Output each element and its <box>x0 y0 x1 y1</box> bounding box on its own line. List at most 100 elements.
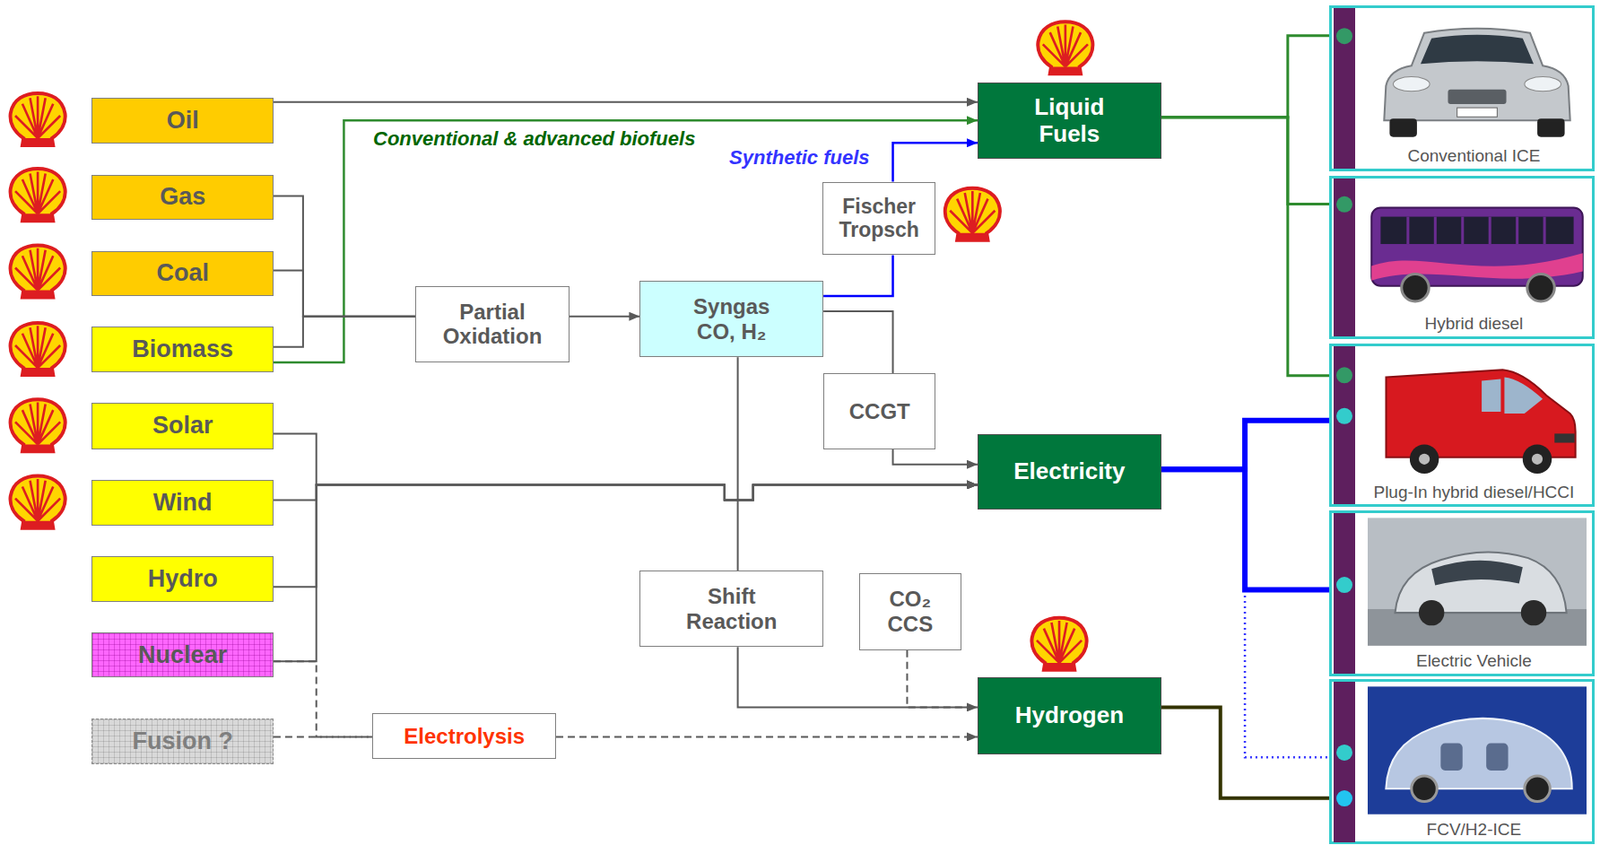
shell-logo <box>9 93 65 146</box>
connector <box>273 735 373 738</box>
node-label: Gas <box>159 182 206 211</box>
connector <box>273 270 416 317</box>
shell-logo <box>9 476 65 529</box>
renewable-source-box: Solar <box>91 402 274 449</box>
connector <box>1161 117 1331 376</box>
edge-label-holder: Synthetic fuels <box>726 146 872 170</box>
panel-strip <box>1333 513 1356 674</box>
vehicle-panel: Electric Vehicle <box>1329 510 1595 677</box>
vehicle-panel: Conventional ICE <box>1329 5 1595 172</box>
renewable-source-box: Biomass <box>91 326 274 373</box>
side-window <box>1482 379 1502 413</box>
bus-body <box>1372 207 1583 286</box>
vehicle-picture <box>1386 370 1576 475</box>
node-label: CCGT <box>849 399 911 425</box>
headlight <box>1393 76 1431 91</box>
fossil-source-box: Oil <box>91 97 274 144</box>
node-label: Wind <box>153 488 213 517</box>
node-label: Plug-In hybrid diesel/HCCI <box>1331 483 1592 505</box>
node-label: CO₂ CCS <box>878 586 942 636</box>
node-label: Solar <box>152 411 214 440</box>
window-pillar <box>1488 216 1492 244</box>
windshield <box>1420 34 1534 64</box>
vehicle-panel: Plug-In hybrid diesel/HCCI <box>1329 343 1595 507</box>
wheel <box>1524 775 1550 801</box>
vehicle-picture <box>1367 517 1587 645</box>
process-box: CO₂ CCS <box>859 573 962 650</box>
vehicle-picture <box>1384 27 1571 137</box>
connector <box>273 120 978 363</box>
node-label: Hydrogen <box>1015 702 1124 730</box>
connection-dot <box>1336 744 1353 761</box>
number-plate <box>1457 107 1498 117</box>
connection-dot <box>1336 27 1353 44</box>
grille <box>1555 434 1575 444</box>
wheel <box>1521 600 1547 626</box>
car-body <box>1384 27 1571 121</box>
renewable-source-box: Wind <box>91 479 274 526</box>
hub <box>1419 453 1431 465</box>
windshield <box>1504 377 1544 415</box>
panel-strip <box>1333 8 1356 169</box>
connector <box>1161 469 1331 757</box>
edge-label: Conventional & advanced biofuels <box>370 127 698 150</box>
edge-label: Synthetic fuels <box>726 146 872 169</box>
wheel <box>1411 775 1437 801</box>
node-label: Coal <box>156 259 209 287</box>
vehicle-panel: FCV/H2-ICE <box>1329 678 1595 845</box>
connection-dot <box>1336 408 1353 425</box>
wheel <box>1538 118 1566 137</box>
process-box: CCGT <box>823 373 936 449</box>
car-seat <box>1486 742 1509 771</box>
photo-background <box>1367 517 1587 645</box>
connector <box>1161 706 1331 798</box>
renewable-source-box: Hydro <box>91 556 274 602</box>
wheel <box>1390 118 1418 137</box>
wheel <box>1401 273 1429 301</box>
shell-logo <box>9 168 65 221</box>
vehicle-illustration <box>1331 8 1592 169</box>
car-window <box>1432 560 1524 586</box>
connector <box>273 101 978 104</box>
panel-strip <box>1333 178 1356 337</box>
panel-strip <box>1333 681 1356 843</box>
node-label: Liquid Fuels <box>1015 94 1123 148</box>
car-seat <box>1441 742 1463 771</box>
node-label: Biomass <box>131 335 234 364</box>
shell-logo <box>1037 21 1093 74</box>
connector <box>738 646 978 707</box>
window-pillar <box>1543 216 1547 244</box>
headlight <box>1524 76 1562 91</box>
connector <box>893 142 978 182</box>
process-box: Partial Oxidation <box>415 286 570 363</box>
node-label: Syngas <box>693 294 770 320</box>
connector <box>273 484 978 661</box>
node-label: Hybrid diesel <box>1331 314 1592 337</box>
connection-dot <box>1336 367 1353 384</box>
edge-label-holder: Conventional & advanced biofuels <box>370 127 698 151</box>
node-label: Electricity <box>1013 458 1125 486</box>
node-label: Fischer Tropsch <box>828 194 930 243</box>
connector <box>273 660 373 737</box>
nuclear-source-box: Nuclear <box>91 632 274 678</box>
connector <box>906 650 978 708</box>
connection-dot <box>1336 196 1353 213</box>
wheel <box>1522 444 1552 474</box>
connector <box>273 484 978 587</box>
process-box: Shift Reaction <box>639 570 824 647</box>
van-body <box>1386 370 1576 458</box>
node-label: Electric Vehicle <box>1331 652 1592 674</box>
energy-carrier-box: Electricity <box>977 434 1162 510</box>
wheel <box>1418 600 1444 626</box>
vehicle-illustration <box>1331 513 1592 674</box>
connection-dot <box>1336 576 1353 593</box>
energy-carrier-box: Liquid Fuels <box>977 82 1162 159</box>
node-label: Electrolysis <box>403 723 525 749</box>
node-label: Partial Oxidation <box>421 299 564 349</box>
window-pillar <box>1434 216 1437 244</box>
shell-logo <box>9 244 65 297</box>
bus-windows <box>1381 216 1574 244</box>
vehicle-panel: Hybrid diesel <box>1329 175 1595 340</box>
grille <box>1448 88 1507 104</box>
